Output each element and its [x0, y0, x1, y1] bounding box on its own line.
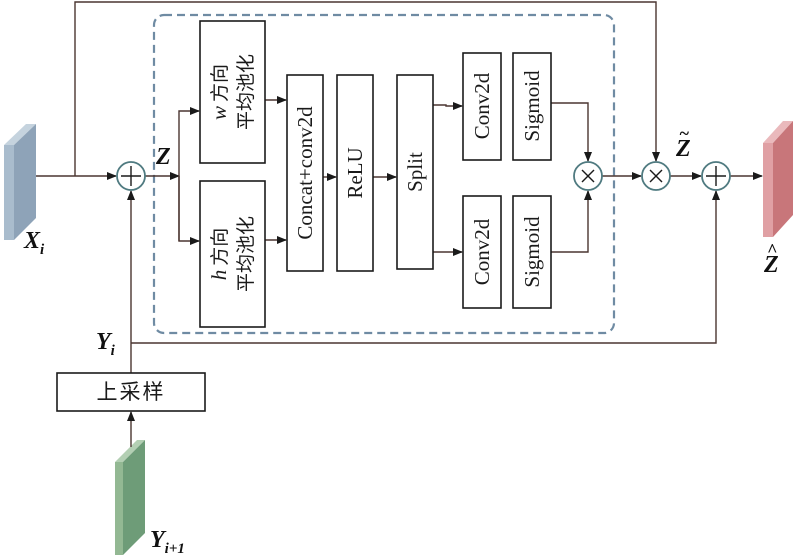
wire-to-w-pool	[178, 107, 200, 241]
sigmoid-bottom-block	[512, 195, 552, 309]
z-label: Z	[155, 144, 171, 170]
wire-skip-top	[74, 1, 660, 176]
split-label: Split	[403, 152, 427, 192]
y-next-label: Yi+1	[150, 527, 185, 557]
conv2d-bottom-block	[462, 195, 502, 309]
multiply-operator-2	[641, 161, 671, 191]
svg-text:平均池化: 平均池化	[235, 54, 257, 130]
w-pool-text: w方向 平均池化	[207, 54, 257, 130]
upsample-label: 上采样	[97, 380, 166, 404]
wire-sigmoid-bottom-to-mul	[551, 190, 592, 253]
conv2d-top-label: Conv2d	[470, 72, 494, 139]
concat-conv-block	[286, 74, 324, 272]
w-pool-block	[199, 20, 266, 164]
multiply-operator-1	[573, 161, 603, 191]
z-hat-accent: ^	[767, 240, 777, 260]
output-feature-z-hat	[763, 121, 793, 237]
input-feature-x	[4, 124, 36, 240]
z-tilde-label: Z	[675, 136, 691, 162]
relu-label: ReLU	[343, 147, 367, 198]
wire-sigmoid-top-to-mul	[551, 102, 592, 162]
sigmoid-top-block	[512, 52, 552, 161]
add-operator-2	[701, 161, 731, 191]
wire-to-h-pool	[178, 176, 200, 245]
wire-yi-to-add2	[131, 190, 720, 344]
h-pool-text: h方向 平均池化	[207, 216, 257, 292]
concat-conv-label: Concat+conv2d	[293, 106, 317, 240]
svg-text:h方向: h方向	[207, 228, 231, 281]
add-operator-1	[116, 161, 146, 191]
x-label: Xi	[23, 228, 45, 258]
relu-block	[336, 74, 374, 272]
h-pool-block	[199, 180, 266, 328]
attention-module-border	[152, 13, 616, 335]
svg-text:平均池化: 平均池化	[235, 216, 257, 292]
conv2d-bottom-label: Conv2d	[470, 218, 494, 285]
wire-split-to-conv-top	[433, 102, 463, 110]
split-block	[396, 74, 434, 270]
conv2d-top-block	[462, 52, 502, 161]
svg-text:w方向: w方向	[207, 64, 231, 120]
upsample-block	[56, 372, 206, 412]
yi-label: Yi	[96, 329, 116, 359]
sigmoid-bottom-label: Sigmoid	[520, 216, 544, 288]
z-tilde-accent: ~	[679, 123, 689, 143]
sigmoid-top-label: Sigmoid	[520, 70, 544, 142]
z-hat-label: Z	[763, 252, 779, 278]
input-feature-y-next	[115, 440, 145, 555]
